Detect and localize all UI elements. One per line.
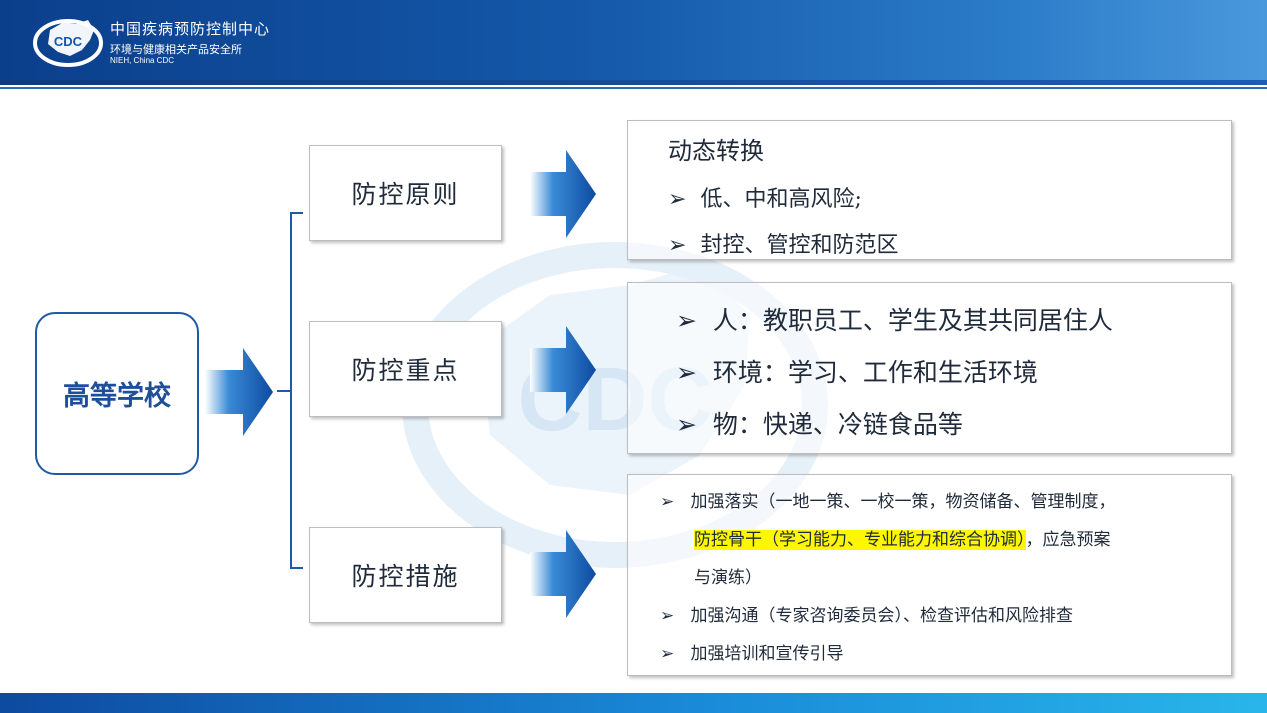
category-principles: 防控原则 bbox=[309, 145, 502, 241]
measures-item-2: 加强沟通（专家咨询委员会）、检查评估和风险排查 bbox=[690, 606, 1073, 626]
arrow-principles-icon bbox=[530, 150, 596, 238]
measures-item-1-line-2: 防控骨干（学习能力、专业能力和综合协调），应急预案 bbox=[694, 525, 1111, 550]
org-subtitle: 环境与健康相关产品安全所 bbox=[110, 43, 242, 56]
focus-detail-box: ➢ 人：教职员工、学生及其共同居住人 ➢ 环境：学习、工作和生活环境 ➢ 物：快… bbox=[627, 282, 1232, 454]
arrow-measures-icon bbox=[530, 530, 596, 618]
org-english-name: NIEH, China CDC bbox=[110, 56, 175, 65]
bullet-arrow-icon: ➢ bbox=[660, 492, 675, 512]
focus-item: 物：快递、冷链食品等 bbox=[712, 410, 963, 439]
measures-item-1-rest: ，应急预案 bbox=[1025, 530, 1111, 550]
list-item: ➢ 人：教职员工、学生及其共同居住人 bbox=[676, 301, 1113, 337]
header-divider-white bbox=[0, 85, 1267, 87]
principles-item: 封控、管控和防范区 bbox=[700, 233, 899, 258]
footer-bar bbox=[0, 693, 1267, 713]
logo-text: CDC bbox=[54, 34, 83, 49]
list-item: ➢ 加强培训和宣传引导 bbox=[660, 639, 843, 664]
root-label: 高等学校 bbox=[63, 381, 171, 412]
bullet-arrow-icon: ➢ bbox=[676, 306, 697, 335]
principles-item: 低、中和高风险; bbox=[700, 187, 862, 212]
bullet-arrow-icon: ➢ bbox=[668, 233, 687, 258]
bullet-arrow-icon: ➢ bbox=[676, 358, 697, 387]
category-focus: 防控重点 bbox=[309, 321, 502, 417]
root-node: 高等学校 bbox=[35, 312, 199, 475]
list-item: ➢ 低、中和高风险; bbox=[668, 181, 862, 213]
category-label: 防控重点 bbox=[351, 356, 460, 385]
header-bar bbox=[0, 0, 1267, 80]
bullet-arrow-icon: ➢ bbox=[668, 187, 687, 212]
list-item: ➢ 封控、管控和防范区 bbox=[668, 227, 898, 259]
list-item: ➢ 环境：学习、工作和生活环境 bbox=[676, 353, 1038, 389]
bullet-arrow-icon: ➢ bbox=[676, 410, 697, 439]
bracket-connector bbox=[277, 212, 303, 569]
principles-heading: 动态转换 bbox=[668, 137, 764, 165]
category-label: 防控措施 bbox=[351, 562, 460, 591]
highlighted-text: 防控骨干（学习能力、专业能力和综合协调） bbox=[694, 530, 1026, 550]
principles-detail-box: 动态转换 ➢ 低、中和高风险; ➢ 封控、管控和防范区 bbox=[627, 120, 1232, 260]
measures-detail-box: ➢ 加强落实（一地一策、一校一策，物资储备、管理制度， 防控骨干（学习能力、专业… bbox=[627, 474, 1232, 676]
list-item: ➢ 加强落实（一地一策、一校一策，物资储备、管理制度， bbox=[660, 487, 1115, 512]
cdc-logo-icon: CDC bbox=[33, 19, 103, 67]
bullet-arrow-icon: ➢ bbox=[660, 606, 675, 626]
measures-item-1-line-1: 加强落实（一地一策、一校一策，物资储备、管理制度， bbox=[690, 492, 1116, 512]
measures-item-1-line-3: 与演练） bbox=[694, 568, 762, 588]
focus-item: 环境：学习、工作和生活环境 bbox=[712, 358, 1038, 387]
category-label: 防控原则 bbox=[351, 180, 460, 209]
measures-item-3: 加强培训和宣传引导 bbox=[690, 644, 844, 664]
bullet-arrow-icon: ➢ bbox=[660, 644, 675, 664]
header-divider bbox=[0, 80, 1267, 85]
header-divider-thin bbox=[0, 87, 1267, 89]
arrow-root-icon bbox=[205, 348, 273, 436]
org-name: 中国疾病预防控制中心 bbox=[110, 20, 271, 38]
focus-item: 人：教职员工、学生及其共同居住人 bbox=[712, 306, 1113, 335]
list-item: ➢ 物：快递、冷链食品等 bbox=[676, 405, 963, 441]
category-measures: 防控措施 bbox=[309, 527, 502, 623]
arrow-focus-icon bbox=[530, 326, 596, 414]
list-item: ➢ 加强沟通（专家咨询委员会）、检查评估和风险排查 bbox=[660, 601, 1073, 626]
